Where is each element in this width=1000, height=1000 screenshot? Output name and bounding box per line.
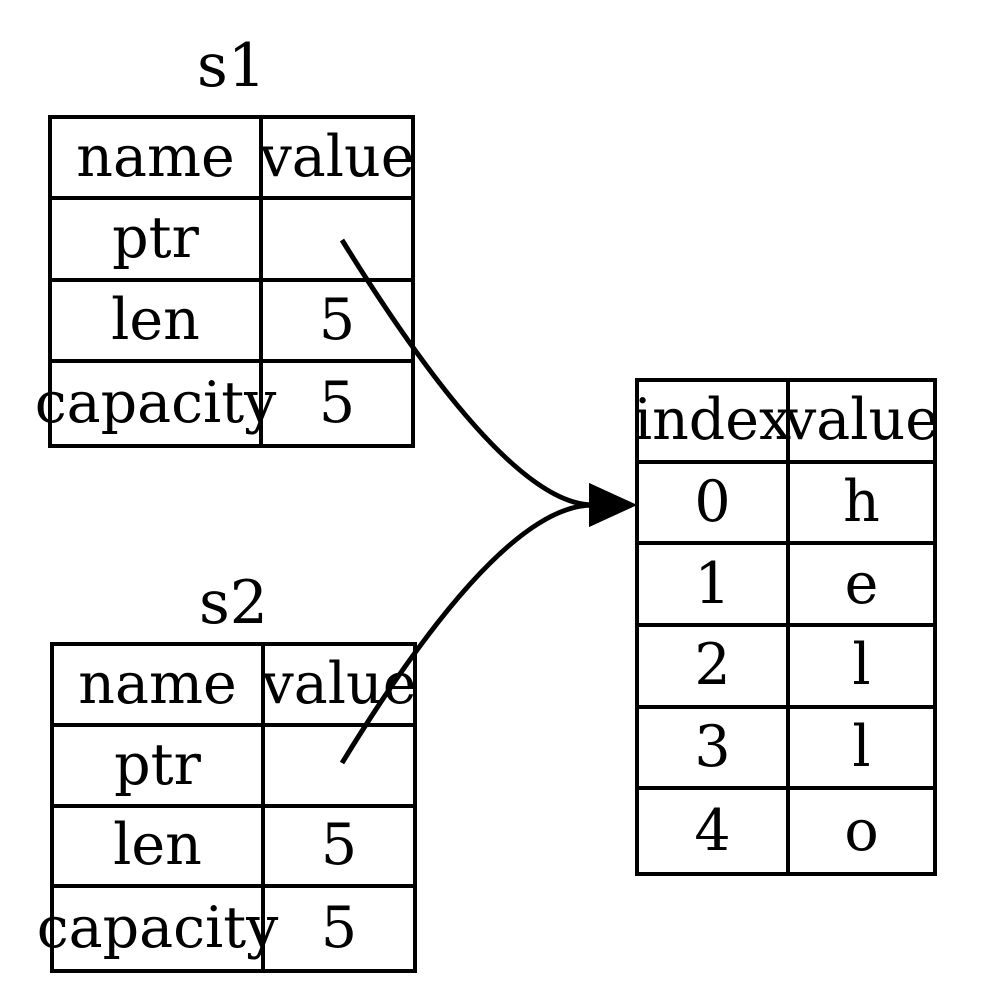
s2-len-label: len — [54, 807, 265, 889]
heap-table: index value 0 h 1 e 2 l 3 l 4 o — [634, 378, 939, 876]
s2-header-value: value — [262, 646, 416, 727]
heap-row-4-index: 4 — [639, 790, 790, 872]
heap-row-0-index: 0 — [639, 463, 790, 546]
s1-header-value: value — [260, 119, 414, 201]
s1-len-value: 5 — [263, 282, 411, 363]
heap-row-3-index: 3 — [639, 708, 790, 791]
s1-ptr-label: ptr — [52, 200, 263, 282]
s1-table-title: s1 — [197, 31, 266, 101]
heap-row-1-value: e — [790, 545, 933, 627]
s1-ptr-value — [263, 200, 411, 282]
heap-row-2-index: 2 — [639, 626, 790, 709]
heap-row-1-index: 1 — [639, 545, 790, 627]
heap-row-2-value: l — [790, 627, 933, 709]
s2-table: name value ptr len 5 capacity 5 — [37, 642, 417, 973]
s2-table-title: s2 — [199, 568, 268, 638]
heap-row-3-value: l — [790, 709, 933, 791]
s2-capacity-value: 5 — [320, 895, 358, 962]
s1-table: name value ptr len 5 capacity 5 — [35, 115, 415, 448]
heap-header-value: value — [784, 382, 939, 464]
s2-len-value: 5 — [265, 808, 413, 889]
s2-ptr-value — [265, 727, 413, 808]
s1-header-name: name — [52, 119, 263, 201]
s2-ptr-label: ptr — [54, 726, 265, 808]
heap-row-0-value: h — [790, 464, 933, 546]
s1-capacity-value: 5 — [318, 369, 356, 436]
heap-header-index: index — [634, 382, 791, 464]
s2-header-name: name — [54, 646, 265, 727]
s1-len-label: len — [52, 281, 263, 363]
s2-capacity-label: capacity — [37, 888, 278, 969]
heap-row-4-value: o — [844, 797, 879, 864]
s1-capacity-label: capacity — [35, 362, 276, 444]
